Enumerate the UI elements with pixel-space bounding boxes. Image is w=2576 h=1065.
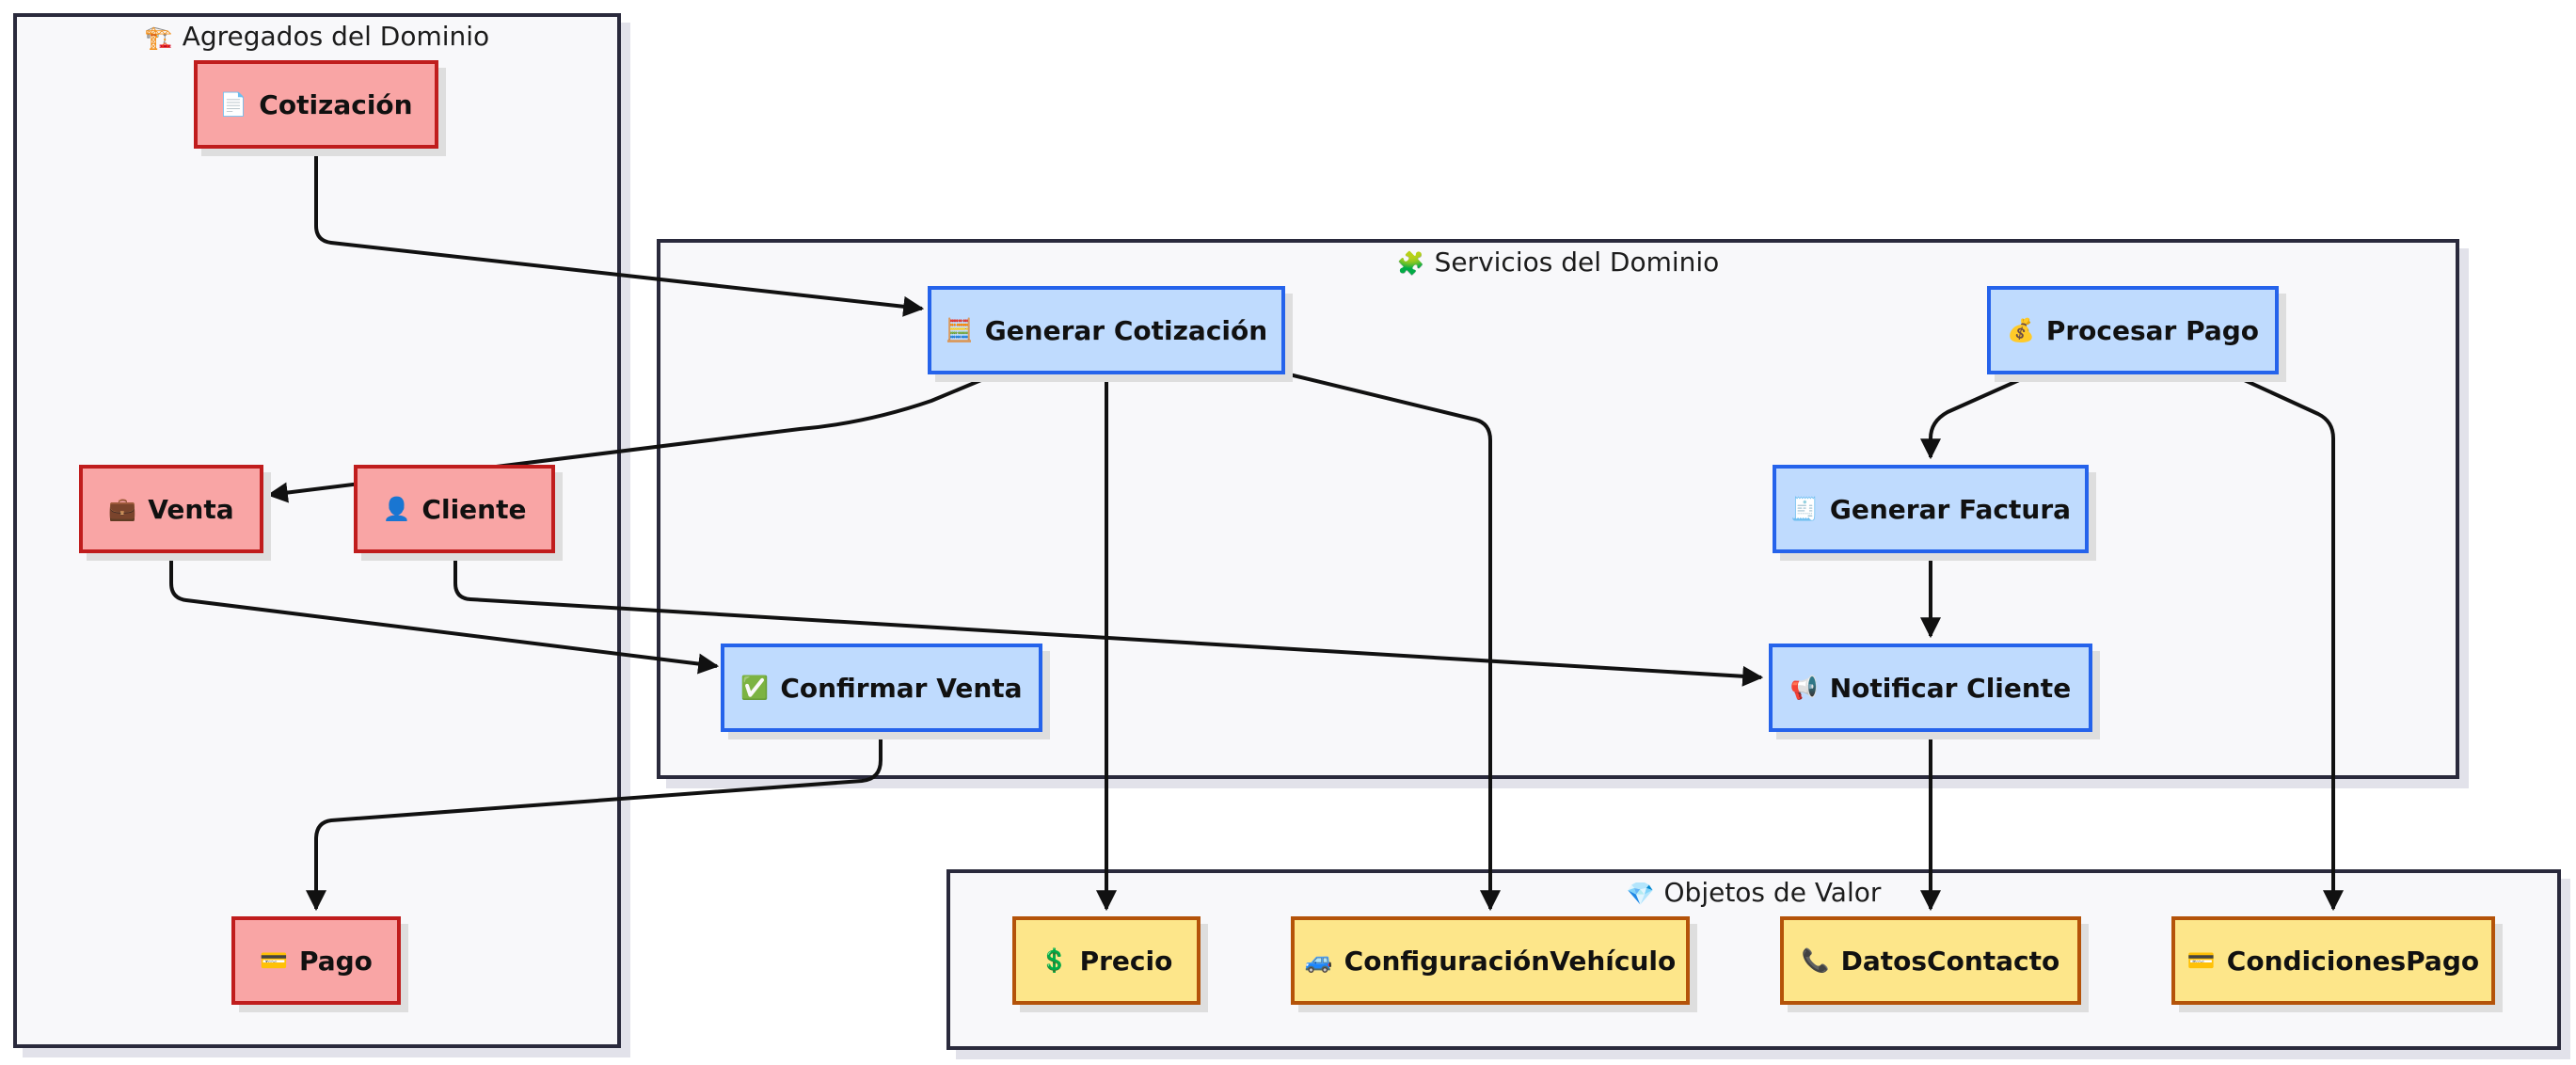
- edge-generar-cotizacion-configuracion: [1280, 371, 1501, 912]
- node-notificar-cliente[interactable]: 📢 Notificar Cliente: [1769, 644, 2092, 732]
- node-procesar-pago-label: Procesar Pago: [2045, 314, 2260, 346]
- briefcase-icon: 💼: [108, 496, 137, 522]
- document-icon: 📄: [219, 91, 248, 118]
- edge-cotizacion-generar-cotizacion: [314, 147, 925, 317]
- phone-icon: 📞: [1801, 947, 1830, 974]
- node-procesar-pago[interactable]: 💰 Procesar Pago: [1987, 286, 2279, 374]
- credit-card-icon: 💳: [260, 947, 288, 974]
- node-generar-factura[interactable]: 🧾 Generar Factura: [1773, 465, 2089, 553]
- node-cliente-label: Cliente: [421, 493, 527, 525]
- node-precio[interactable]: 💲 Precio: [1012, 916, 1201, 1005]
- node-condiciones-pago-label: CondicionesPago: [2226, 945, 2480, 977]
- edge-cliente-notificar-cliente: [453, 551, 1764, 687]
- node-confirmar-venta[interactable]: ✅ Confirmar Venta: [721, 644, 1042, 732]
- gem-icon: 💎: [1626, 881, 1655, 907]
- node-generar-cotizacion-label: Generar Cotización: [984, 314, 1268, 346]
- cluster-services-label: Servicios del Dominio: [1434, 246, 1720, 278]
- edge-procesar-pago-generar-factura: [1920, 371, 2037, 460]
- node-pago[interactable]: 💳 Pago: [231, 916, 401, 1005]
- edge-procesar-pago-condiciones-pago: [2227, 371, 2344, 912]
- node-datos-contacto-label: DatosContacto: [1840, 945, 2060, 977]
- puzzle-icon: 🧩: [1396, 250, 1425, 277]
- cluster-value-objects-title: 💎 Objetos de Valor: [950, 877, 2557, 908]
- node-cotizacion-label: Cotización: [259, 88, 413, 120]
- node-venta-label: Venta: [148, 493, 234, 525]
- edge-generar-cotizacion-venta: [266, 371, 1000, 503]
- node-generar-factura-label: Generar Factura: [1829, 493, 2072, 525]
- node-cotizacion[interactable]: 📄 Cotización: [194, 60, 438, 149]
- cluster-services-title: 🧩 Servicios del Dominio: [660, 246, 2456, 278]
- node-datos-contacto[interactable]: 📞 DatosContacto: [1780, 916, 2081, 1005]
- node-venta[interactable]: 💼 Venta: [79, 465, 263, 553]
- node-pago-label: Pago: [298, 945, 373, 977]
- node-generar-cotizacion[interactable]: 🧮 Generar Cotización: [928, 286, 1285, 374]
- receipt-icon: 🧾: [1789, 496, 1819, 522]
- abacus-icon: 🧮: [945, 317, 974, 343]
- cluster-value-objects-label: Objetos de Valor: [1663, 877, 1882, 908]
- node-cliente[interactable]: 👤 Cliente: [354, 465, 555, 553]
- check-icon: ✅: [740, 675, 770, 701]
- megaphone-icon: 📢: [1789, 675, 1819, 701]
- credit-card-icon: 💳: [2186, 947, 2216, 974]
- node-configuracion-vehiculo-label: ConfiguraciónVehículo: [1344, 945, 1677, 977]
- money-bag-icon: 💰: [2006, 317, 2035, 343]
- edge-confirmar-venta-pago: [306, 730, 883, 912]
- user-icon: 👤: [382, 496, 411, 522]
- crane-icon: 🏗️: [144, 24, 173, 51]
- node-precio-label: Precio: [1079, 945, 1173, 977]
- node-notificar-cliente-label: Notificar Cliente: [1829, 672, 2072, 704]
- dollar-icon: 💲: [1040, 947, 1069, 974]
- node-configuracion-vehiculo[interactable]: 🚙 ConfiguraciónVehículo: [1291, 916, 1690, 1005]
- node-confirmar-venta-label: Confirmar Venta: [780, 672, 1023, 704]
- edge-venta-confirmar-venta: [169, 551, 720, 675]
- node-condiciones-pago[interactable]: 💳 CondicionesPago: [2171, 916, 2495, 1005]
- car-icon: 🚙: [1304, 947, 1333, 974]
- cluster-aggregates-title: 🏗️ Agregados del Dominio: [17, 21, 617, 52]
- cluster-aggregates-label: Agregados del Dominio: [182, 21, 490, 52]
